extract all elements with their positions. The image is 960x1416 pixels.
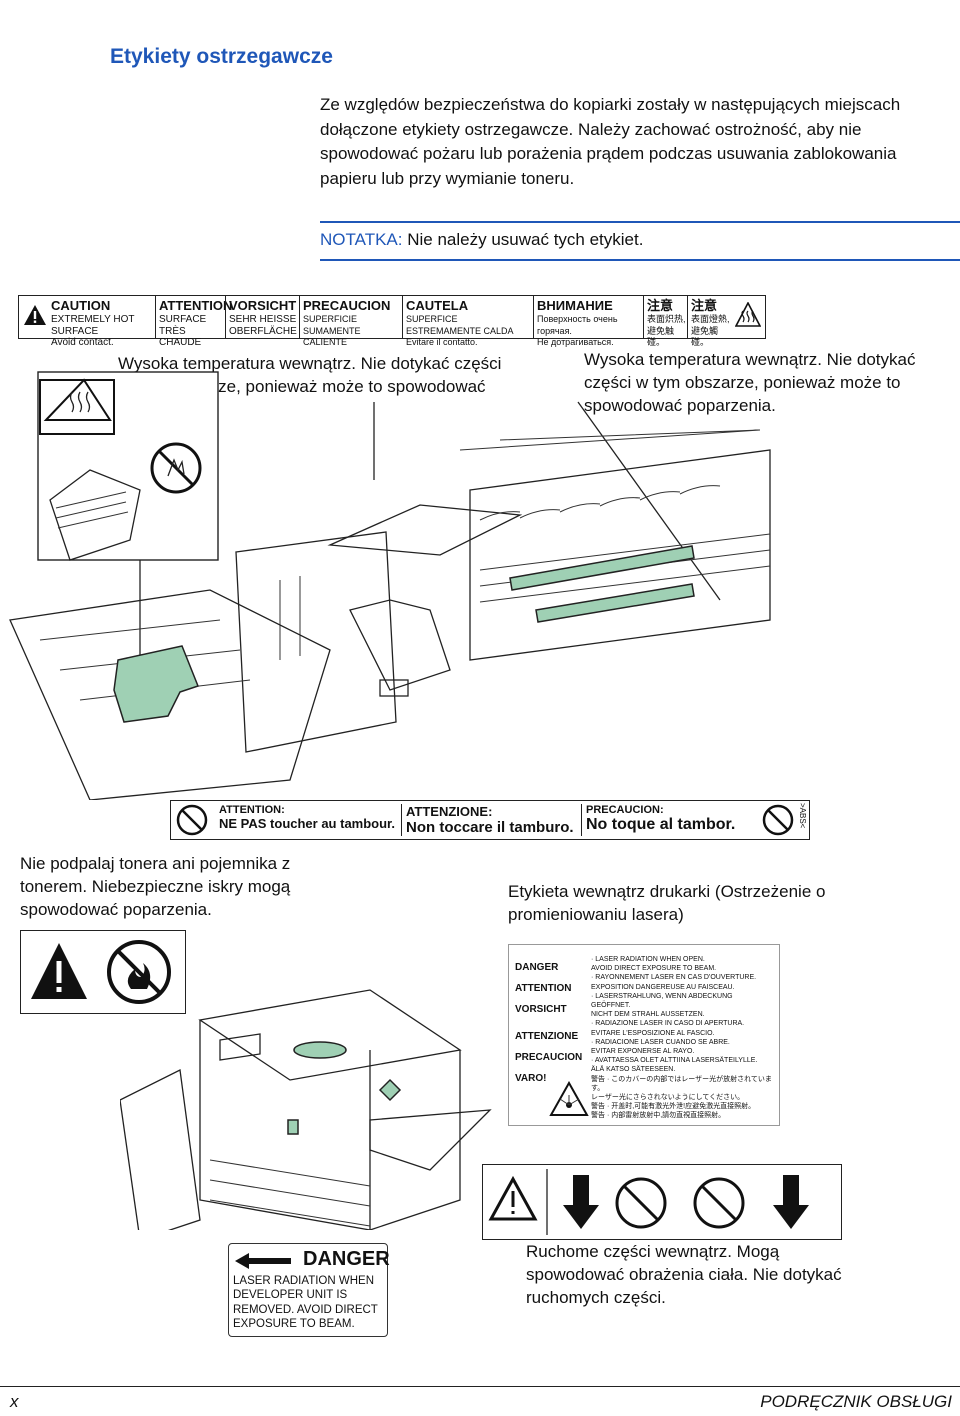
laser-label-left: DANGER ATTENTION VORSICHT ATTENZIONE PRE… [515, 962, 583, 1084]
label-code: >ABS< [798, 803, 807, 829]
arrow-down-icon [563, 1175, 599, 1229]
caption-moving: Ruchome części wewnątrz. Mogą spowodować… [526, 1242, 842, 1307]
no-fire-icon [107, 940, 171, 1004]
intro-paragraph: Ze względów bezpieczeństwa do kopiarki z… [320, 95, 901, 188]
printer-body [235, 531, 397, 753]
hot-label-col: 注意表面燈熱,避免觸碰。 [687, 296, 731, 347]
note: NOTATKA: Nie należy usuwać tych etykiet. [320, 230, 643, 250]
footer-divider [0, 1386, 960, 1387]
hot-icon-frame [39, 379, 115, 435]
no-touch-icon [150, 442, 202, 494]
drum-label: ATTENTION: NE PAS toucher au tambour. AT… [170, 800, 810, 840]
toner-warning-label [20, 930, 186, 1014]
note-label: NOTATKA: [320, 230, 403, 249]
caption-toner: Nie podpalaj tonera ani pojemnika z tone… [20, 854, 291, 919]
caption-hot-right: Wysoka temperatura wewnątrz. Nie dotykać… [584, 350, 916, 415]
note-text: Nie należy usuwać tych etykiet. [407, 230, 644, 249]
hot-zone-marker [113, 645, 199, 723]
drum-area [9, 589, 331, 800]
inset-box [37, 371, 219, 561]
drum-label-cell: ATTENTION: NE PAS toucher au tambour. [219, 804, 396, 831]
warning-triangle-icon [488, 1175, 538, 1221]
developer-danger-label: DANGER LASER RADIATION WHEN DEVELOPER UN… [228, 1243, 390, 1337]
moving-parts-icons [488, 1169, 809, 1235]
arrow-down-icon [773, 1175, 809, 1229]
page-number: x [10, 1392, 19, 1411]
drum-label-cell: ATTENZIONE: Non toccare il tamburo. [401, 804, 584, 836]
fuser-illustration [9, 371, 771, 800]
no-touch-icon [762, 804, 794, 836]
footer-title: PODRĘCZNIK OBSŁUGI [760, 1392, 952, 1411]
footer: x PODRĘCZNIK OBSŁUGI [0, 1388, 960, 1416]
fuser-unit [469, 449, 771, 661]
laser-label: DANGER ATTENTION VORSICHT ATTENZIONE PRE… [508, 944, 780, 1126]
arrow-left-icon [235, 1253, 291, 1269]
laser-label-right: · LASER RADIATION WHEN OPEN. AVOID DIREC… [591, 956, 772, 1120]
laser-hazard-icon [549, 1081, 589, 1116]
moving-parts-label [482, 1164, 842, 1240]
toner-warning-icons [31, 940, 171, 1004]
no-touch-icon [615, 1177, 667, 1229]
hot-label-col: 注意表面炽热,避免触碰。 [643, 296, 687, 347]
warning-triangle-icon [24, 305, 46, 325]
developer-danger-text: LASER RADIATION WHEN DEVELOPER UNIT IS R… [233, 1275, 378, 1331]
hot-surface-icon [735, 302, 761, 327]
divider [320, 221, 960, 223]
no-touch-icon [176, 804, 208, 836]
printer-open-cover [120, 1069, 201, 1230]
printer-illustration [120, 989, 492, 1230]
divider [320, 259, 960, 261]
hot-zone-marker [509, 545, 695, 591]
no-touch-icon [693, 1177, 745, 1229]
hot-zone-marker [535, 583, 695, 623]
drum-label-cell: PRECAUCION: No toque al tambor. [581, 804, 762, 836]
page-title: Etykiety ostrzegawcze [110, 45, 333, 68]
caption-laser: Etykieta wewnątrz drukarki (Ostrzeżenie … [508, 882, 826, 924]
developer-danger-head: DANGER [303, 1248, 390, 1270]
